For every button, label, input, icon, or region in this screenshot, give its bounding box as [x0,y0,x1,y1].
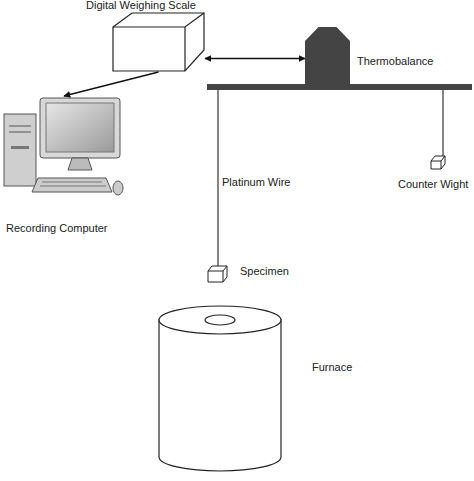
counter-wire [442,90,443,156]
thermobalance-head: Thermobalance [305,27,350,85]
node-label: Thermobalance [357,55,433,68]
furnace-cylinder: Furnace [158,305,282,471]
weighing-scale-outline [112,12,205,72]
specimen-cube: Specimen [207,265,228,283]
computer-icon-outline [2,96,126,196]
connector-arrow [205,58,305,60]
thermobalance-head-outline [305,27,350,85]
connector-arrow [64,72,159,96]
part-label: Platinum Wire [222,176,290,189]
specimen-cube-outline [207,265,228,283]
node-label: Furnace [312,361,352,374]
platinum-wire [217,90,218,266]
node-label: Digital Weighing Scale [86,0,196,12]
weighing-scale: Digital Weighing Scale [112,12,205,72]
node-label: Counter Wight [398,178,468,191]
furnace-cylinder-outline [158,305,282,471]
node-label: Specimen [240,265,289,278]
node-label: Recording Computer [6,222,108,235]
counter-weight-outline [430,155,446,170]
computer-icon: Recording Computer [2,96,126,196]
counter-weight: Counter Wight [430,155,446,170]
